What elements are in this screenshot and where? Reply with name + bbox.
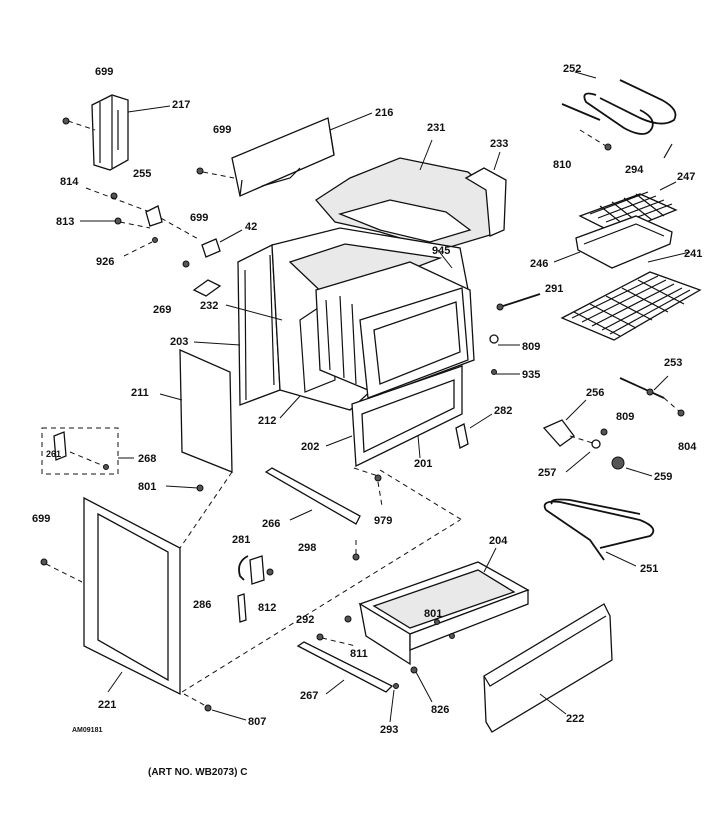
label-298: 298: [298, 542, 316, 554]
label-222: 222: [566, 713, 584, 725]
label-945: 945: [432, 245, 450, 257]
label-809: 809: [522, 341, 540, 353]
part-253-element-probe: [619, 375, 685, 417]
label-286: 286: [193, 599, 211, 611]
label-217: 217: [172, 99, 190, 111]
part-241-oven-rack: [560, 251, 702, 341]
label-211: 211: [131, 387, 149, 399]
label-812: 812: [258, 602, 276, 614]
label-699c: 699: [32, 513, 50, 525]
part-labels: 699 217 216 231 233 252 810 294 247 814 …: [32, 63, 702, 778]
label-810: 810: [553, 159, 571, 171]
label-266: 266: [262, 518, 280, 530]
part-251-bake-element: [543, 498, 655, 567]
part-282-knob: [455, 413, 493, 449]
label-256: 256: [586, 387, 604, 399]
label-255: 255: [133, 168, 151, 180]
label-826: 826: [431, 704, 449, 716]
label-42: 42: [245, 221, 257, 233]
label-231: 231: [427, 122, 445, 134]
part-201-oven-liner: [315, 249, 475, 459]
label-267: 267: [300, 690, 318, 702]
hardware-center: [165, 474, 383, 561]
label-804: 804: [678, 441, 697, 453]
part-269-clip: [192, 279, 222, 297]
label-801b: 801: [424, 608, 442, 620]
part-42-clip: [201, 229, 243, 258]
part-231-top-wrap: [315, 139, 507, 251]
label-811: 811: [350, 648, 368, 660]
label-699b2: 699: [190, 212, 208, 224]
label-232: 232: [200, 300, 218, 312]
part-216-panel: [196, 112, 373, 197]
label-926: 926: [96, 256, 114, 268]
label-204: 204: [489, 535, 508, 547]
label-247: 247: [677, 171, 695, 183]
part-204-storage-drawer: [358, 547, 530, 666]
label-252: 252: [563, 63, 581, 75]
part-267-drawer-rail: [296, 641, 394, 695]
label-201: 201: [414, 458, 432, 470]
hardware-right-cluster: [489, 293, 541, 375]
label-292: 292: [296, 614, 314, 626]
label-259: 259: [654, 471, 672, 483]
footer-art-number: (ART NO. WB2073) C: [148, 767, 247, 778]
label-293: 293: [380, 724, 398, 736]
label-291: 291: [545, 283, 563, 295]
part-266-trim: [264, 467, 361, 525]
assembly-guide-lines: [179, 467, 463, 693]
label-253: 253: [664, 357, 682, 369]
part-281-hinge: [237, 555, 274, 623]
label-246: 246: [530, 258, 548, 270]
label-203: 203: [170, 336, 188, 348]
label-979: 979: [374, 515, 392, 527]
part-246-broiler-pan: [553, 215, 673, 269]
label-814: 814: [60, 176, 79, 188]
label-202: 202: [301, 441, 319, 453]
part-221-oven-door: [40, 496, 181, 696]
part-252-broil-element: [561, 71, 677, 159]
label-809b: 809: [616, 411, 634, 423]
label-281: 281: [232, 534, 250, 546]
label-233: 233: [490, 138, 508, 150]
label-801: 801: [138, 481, 156, 493]
label-699: 699: [95, 66, 113, 78]
part-217-bracket: [62, 94, 171, 171]
label-807: 807: [248, 716, 266, 728]
hardware-bottom: [389, 666, 433, 723]
label-221: 221: [98, 699, 116, 711]
part-211-side-panel: [159, 348, 233, 473]
art-code: AM09181: [72, 727, 102, 734]
label-261: 261: [46, 449, 61, 459]
label-251: 251: [640, 563, 658, 575]
hardware-807: [183, 693, 247, 721]
label-216: 216: [375, 107, 393, 119]
label-813: 813: [56, 216, 74, 228]
label-294: 294: [625, 164, 644, 176]
hardware-left-cluster: [80, 187, 201, 268]
label-935: 935: [522, 369, 540, 381]
part-202-door-frame: [279, 365, 463, 468]
label-699b: 699: [213, 124, 231, 136]
label-269: 269: [153, 304, 171, 316]
part-268-bracket-box: [41, 427, 134, 475]
part-222-drawer-front: [483, 603, 613, 733]
label-268: 268: [138, 453, 156, 465]
label-212: 212: [258, 415, 276, 427]
label-282: 282: [494, 405, 512, 417]
hardware-drawer: [316, 615, 455, 647]
part-256-receptacle: [542, 399, 653, 477]
label-257: 257: [538, 467, 556, 479]
label-241: 241: [684, 248, 702, 260]
